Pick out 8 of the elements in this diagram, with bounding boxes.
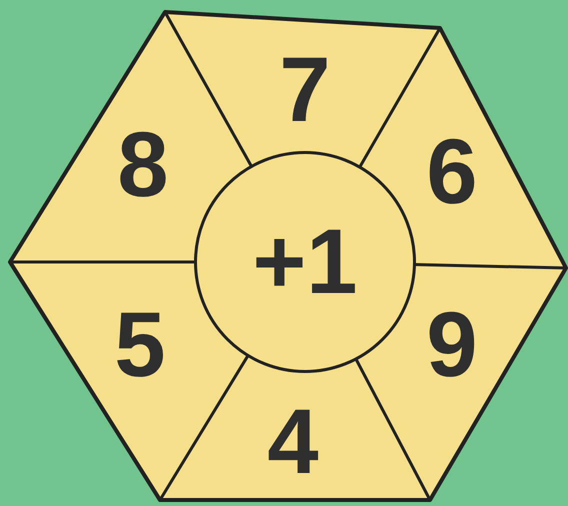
number-label: 7 — [279, 44, 331, 136]
number-label: 6 — [426, 126, 478, 218]
number-label: +1 — [252, 216, 358, 308]
number-label: 5 — [114, 299, 166, 391]
number-label: 8 — [117, 119, 169, 211]
number-label: 4 — [267, 396, 319, 488]
hexagon-drawing — [10, 12, 566, 500]
number-label: 9 — [426, 299, 478, 391]
